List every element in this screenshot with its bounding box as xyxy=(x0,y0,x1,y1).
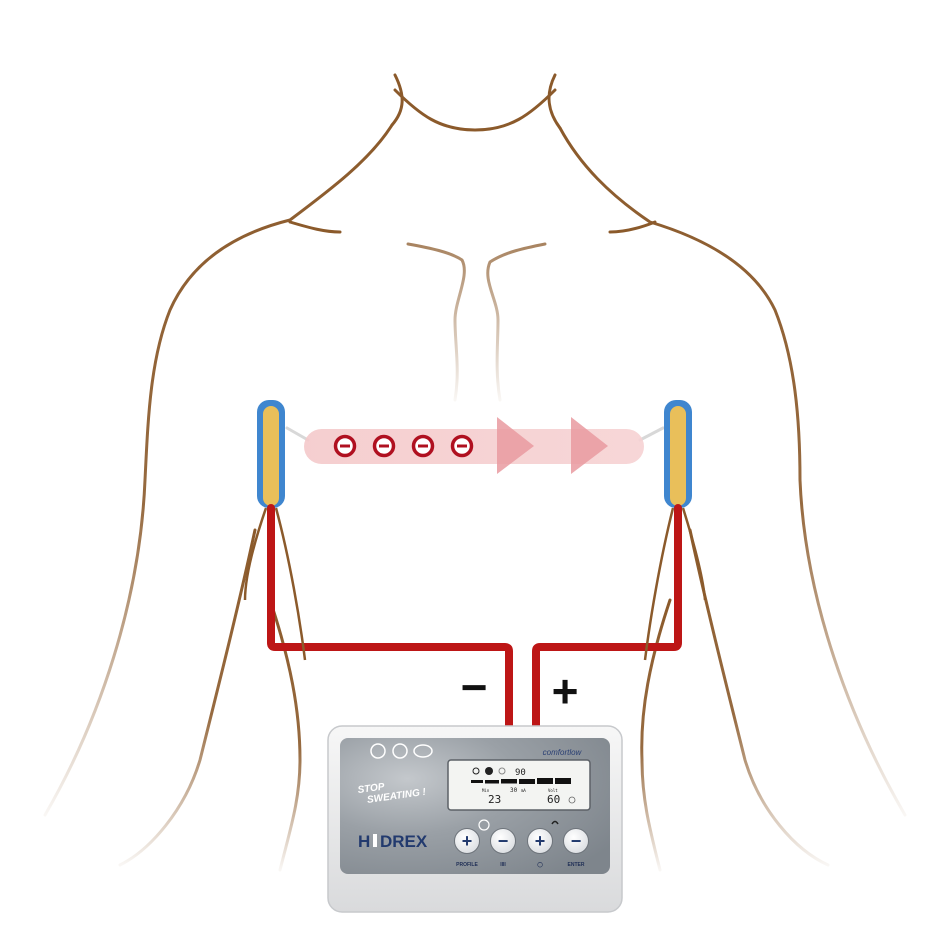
left-shoulder xyxy=(43,123,394,817)
right-collarbone xyxy=(608,220,657,234)
enter-label: ENTER xyxy=(568,862,585,868)
wave-icon xyxy=(551,820,559,825)
brand-logo: H DREX xyxy=(358,832,428,851)
svg-text:DREX: DREX xyxy=(380,832,428,851)
cable-positive xyxy=(532,504,682,734)
chest-left xyxy=(406,242,466,402)
neck-left xyxy=(390,73,404,127)
right-inner-arm xyxy=(688,528,830,867)
svg-text:30: 30 xyxy=(510,787,518,794)
chin-line xyxy=(393,88,557,132)
ion-flow xyxy=(304,417,644,474)
hand-icon[interactable] xyxy=(370,743,386,759)
svg-text:90: 90 xyxy=(515,768,526,778)
electrode-left xyxy=(257,400,285,508)
negative-ion xyxy=(450,434,474,458)
hidrex-device: comfortlow STOP SWEATING ! H DREX 90 xyxy=(327,725,623,913)
model-name: comfortlow xyxy=(543,748,583,757)
svg-text:23: 23 xyxy=(488,793,501,806)
cycle-icon xyxy=(478,819,490,831)
left-inner-arm xyxy=(118,528,257,867)
svg-text:H: H xyxy=(358,832,370,851)
timer-label: ◯ xyxy=(537,862,543,868)
negative-ion xyxy=(411,434,435,458)
profile-label: PROFILE xyxy=(456,862,478,868)
profile-plus-button[interactable]: + xyxy=(454,828,480,854)
cables xyxy=(267,504,682,734)
svg-text:60: 60 xyxy=(547,793,560,806)
right-shoulder xyxy=(558,126,907,817)
neck-right xyxy=(547,73,562,130)
foot-icon[interactable] xyxy=(392,743,408,759)
enter-minus-button[interactable]: − xyxy=(563,828,589,854)
svg-text:+: + xyxy=(535,831,546,851)
intensity-label: IIII xyxy=(500,862,506,868)
intensity-bars xyxy=(471,778,571,784)
svg-text:+: + xyxy=(462,831,473,851)
svg-text:STOP: STOP xyxy=(357,781,386,796)
chest-right xyxy=(486,242,547,402)
negative-ion xyxy=(333,434,357,458)
svg-text:Volt: Volt xyxy=(548,788,558,793)
mode-icons xyxy=(370,743,433,759)
armpit-icon[interactable] xyxy=(413,744,433,758)
right-torso xyxy=(640,598,672,872)
intensity-minus-button[interactable]: − xyxy=(490,828,516,854)
electrode-right xyxy=(664,400,692,508)
cable-branches xyxy=(243,507,707,661)
negative-ion xyxy=(372,434,396,458)
flow-arrow-2 xyxy=(571,417,608,474)
timer-plus-button[interactable]: + xyxy=(527,828,553,854)
left-connector xyxy=(285,426,310,442)
svg-text:Min: Min xyxy=(482,788,490,793)
positive-sign: + xyxy=(552,665,579,717)
svg-text:mA: mA xyxy=(521,788,526,793)
lcd-display: 90 Min 30 mA Volt 23 60 xyxy=(447,759,591,811)
svg-text:−: − xyxy=(498,831,509,851)
left-collarbone xyxy=(288,220,342,234)
svg-text:−: − xyxy=(571,831,582,851)
negative-sign: − xyxy=(461,661,488,713)
cable-negative xyxy=(267,504,513,734)
flow-arrow-1 xyxy=(497,417,534,474)
right-connector xyxy=(638,426,665,442)
